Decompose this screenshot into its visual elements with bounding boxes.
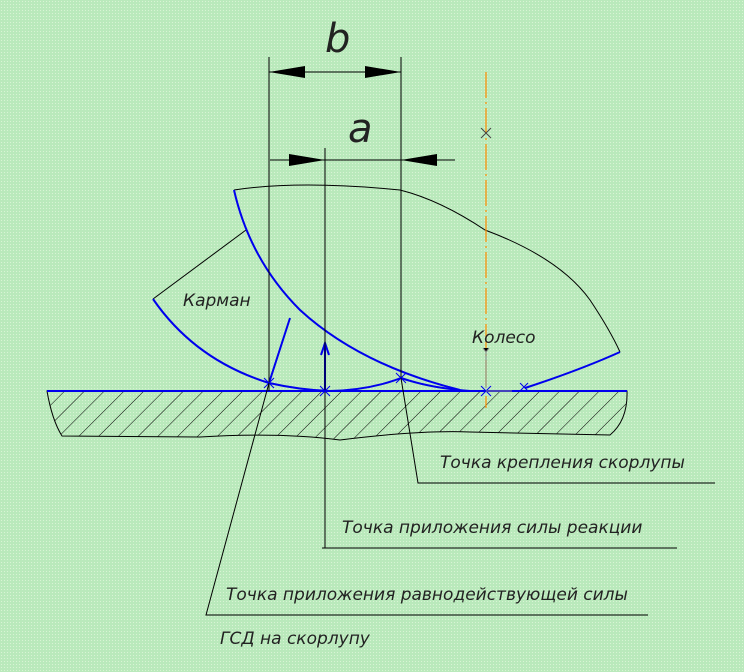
shell-arc <box>233 189 461 391</box>
dim-b-arrows <box>269 66 401 78</box>
leader-mount <box>400 377 715 484</box>
label-wheel: Колесо <box>472 328 536 348</box>
pocket-arc <box>152 298 471 393</box>
axis-cross-icon <box>480 127 492 139</box>
axis-y-icon <box>482 347 512 392</box>
label-reaction-point: Точка приложения силы реакции <box>342 518 642 538</box>
leader-resultant <box>205 382 648 616</box>
shell-outline <box>233 184 621 353</box>
wheel-arc <box>524 351 621 389</box>
ground-hatch <box>46 390 628 441</box>
label-resultant-line1: Точка приложения равнодействующей силы <box>226 585 628 605</box>
label-shell-mount: Точка крепления скорлупы <box>440 453 685 473</box>
dim-a-label: a <box>348 106 373 152</box>
resultant-force-arrow <box>268 317 291 384</box>
pocket-edge <box>152 229 247 300</box>
label-pocket: Карман <box>183 291 251 311</box>
dim-b-label: b <box>325 16 350 62</box>
label-resultant-line2: ГСД на скорлупу <box>220 629 371 649</box>
dim-a-arrows <box>289 154 437 166</box>
